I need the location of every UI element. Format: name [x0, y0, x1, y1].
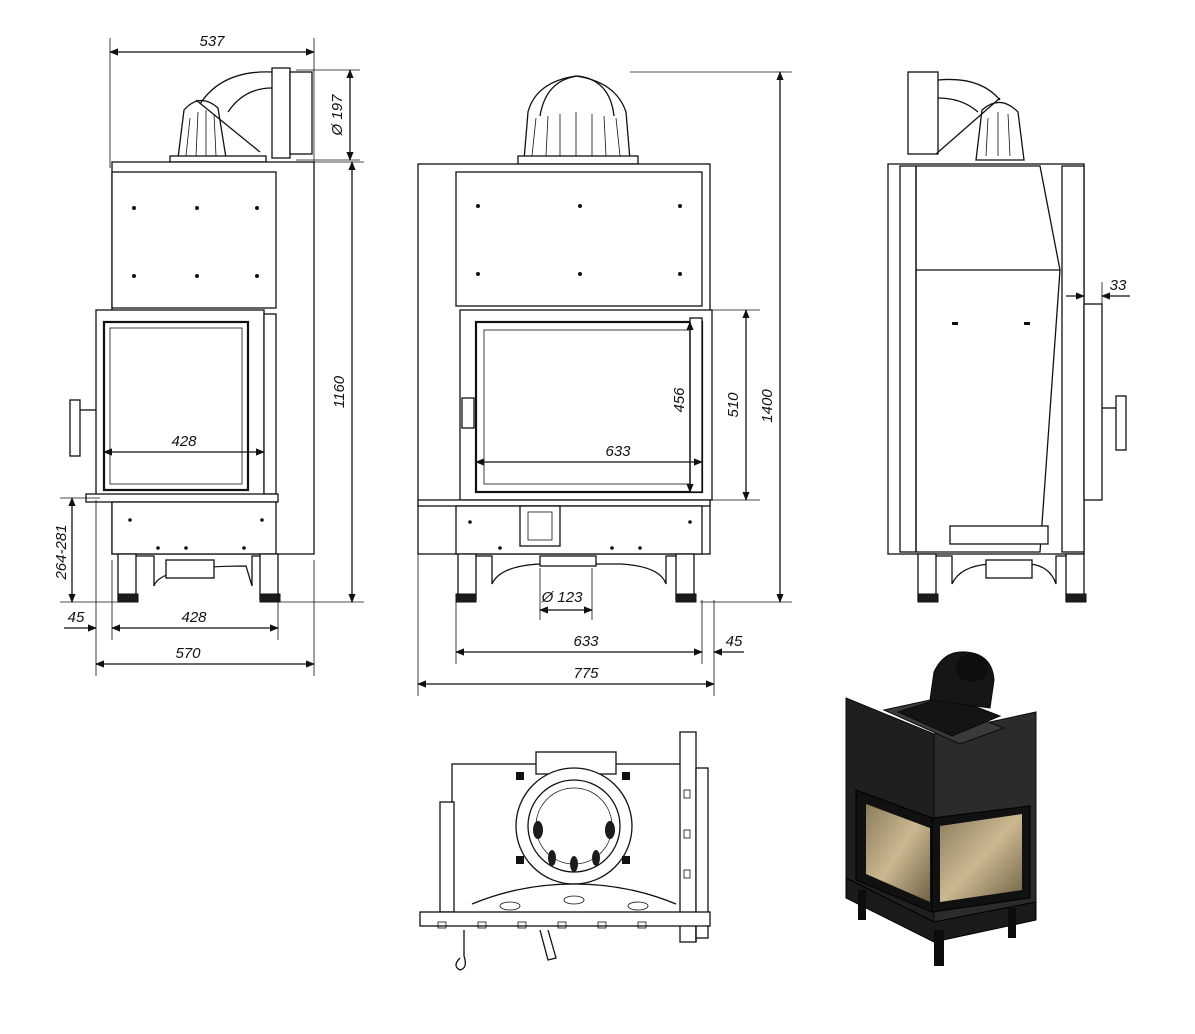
door-latch-front [461, 397, 475, 429]
dim-left-total-width: 570 [175, 645, 201, 662]
dim-front-total-width: 775 [573, 665, 599, 682]
dim-left-height: 1160 [331, 375, 348, 408]
dim-flue-diameter: Ø 197 [329, 94, 346, 137]
front-view [417, 75, 713, 603]
flue-pipe-left [169, 67, 313, 163]
dim-left-base-height: 264-281 [53, 524, 70, 580]
bolt-marks-left [132, 206, 259, 278]
dimension-lines [60, 38, 1130, 696]
front-legs [455, 553, 697, 603]
render-glass-side [940, 814, 1022, 902]
door-handle-side [1102, 395, 1127, 451]
door-handle-left [69, 399, 96, 457]
dim-front-glass-width: 633 [605, 443, 631, 460]
dim-left-base-width: 428 [181, 609, 207, 626]
flue-pipe-side [907, 71, 1025, 161]
front-glass [474, 320, 704, 494]
left-base-box [111, 501, 277, 555]
bolt-marks-front [476, 204, 682, 276]
dim-left-glass-width: 428 [171, 433, 197, 450]
dim-left-offset: 45 [68, 609, 85, 626]
dim-front-base-width: 633 [573, 633, 599, 650]
dim-front-total-height: 1400 [759, 389, 776, 423]
dim-air-inlet-diameter: Ø 123 [541, 589, 584, 606]
left-upper-panel [111, 171, 277, 309]
left-view [69, 67, 315, 603]
left-legs [117, 553, 281, 603]
dim-front-glass-height: 456 [671, 387, 688, 413]
front-upper-panel [455, 171, 703, 307]
fireplace-3d-render [845, 651, 1037, 966]
flue-pipe-front [517, 75, 639, 165]
side-view [887, 71, 1127, 603]
left-glass [102, 320, 250, 492]
dim-front-offset: 45 [726, 633, 743, 650]
side-legs [917, 553, 1087, 603]
front-base-box [455, 505, 703, 555]
dim-front-door-height: 510 [725, 392, 742, 418]
dimension-labels: 537 Ø 197 1160 428 264-281 45 428 570 45… [53, 33, 1127, 682]
dim-side-offset: 33 [1110, 277, 1127, 294]
dim-left-top-width: 537 [199, 33, 225, 50]
side-body-outer [887, 163, 1085, 555]
render-glass-front [866, 804, 930, 902]
top-view [419, 731, 711, 971]
air-damper [519, 505, 561, 547]
